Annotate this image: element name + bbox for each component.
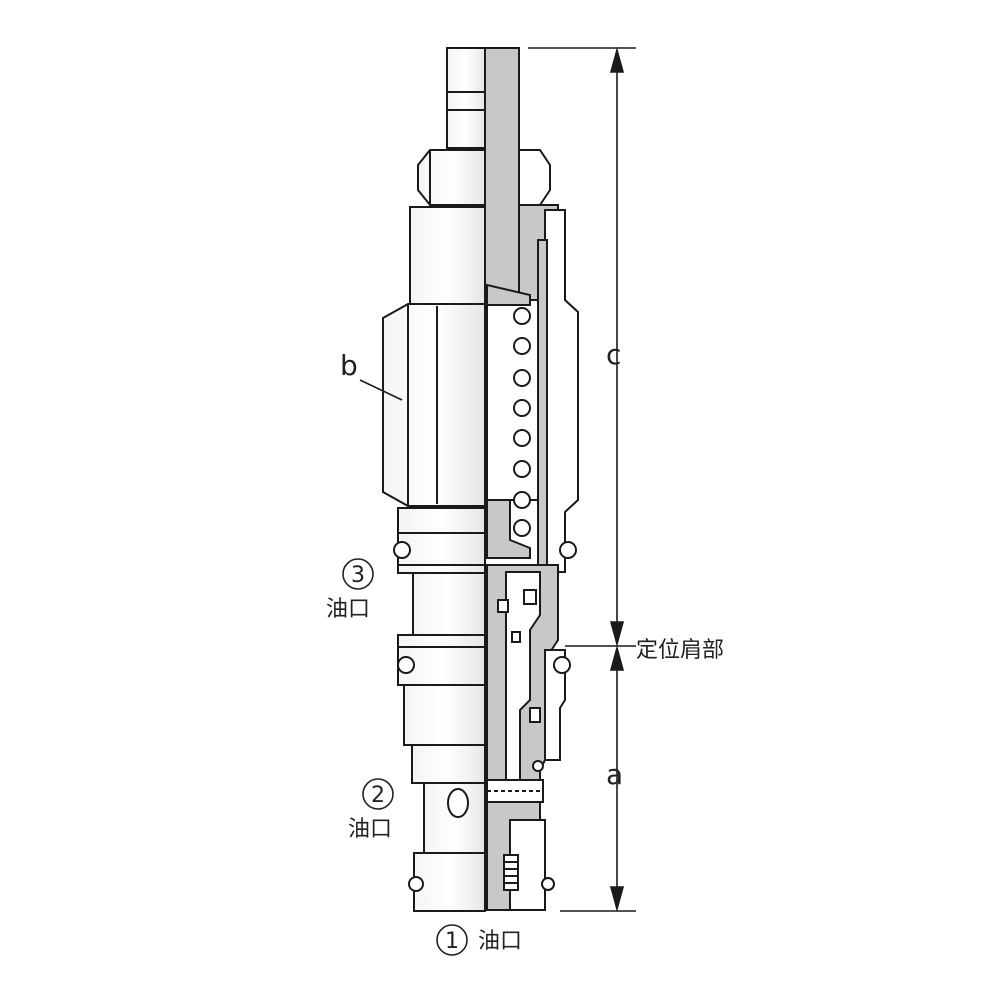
locating-shoulder xyxy=(397,634,486,648)
mid-body xyxy=(403,684,486,746)
spring-seat xyxy=(486,499,531,559)
adjusting-stem xyxy=(446,47,486,149)
dim-c-arrow-top xyxy=(609,46,625,73)
port-1-marker-circle xyxy=(436,924,468,956)
oring-1 xyxy=(393,541,411,559)
port-3-shank xyxy=(412,572,486,636)
port-2-hole xyxy=(447,788,469,818)
port-3-number: 3 xyxy=(351,563,365,588)
port-3-label: 油口 xyxy=(326,597,370,622)
body-wall-section xyxy=(544,209,579,573)
label-locating-shoulder: 定位肩部 xyxy=(636,638,724,663)
label-c: c xyxy=(606,338,621,371)
port-1-label: 油口 xyxy=(478,929,522,954)
oring-3 xyxy=(408,876,424,892)
port-3-marker-circle xyxy=(342,558,374,590)
port-2-label: 油口 xyxy=(348,817,392,842)
dim-a-arrow-bottom xyxy=(609,886,625,913)
port-2-marker-circle xyxy=(362,778,394,810)
label-b: b xyxy=(340,349,358,382)
dim-c-arrow-bottom xyxy=(609,621,625,648)
oring-2 xyxy=(397,656,415,674)
upper-body xyxy=(409,206,486,306)
port-2-number: 2 xyxy=(371,783,385,808)
dim-a-arrow-top xyxy=(609,644,625,671)
check-spring xyxy=(503,854,519,891)
oring-groove-1 xyxy=(397,532,486,566)
port-1-number: 1 xyxy=(445,929,459,954)
stem-section xyxy=(484,47,520,301)
upper-collar xyxy=(397,507,486,534)
valve-exterior xyxy=(382,47,486,912)
hex-body xyxy=(382,303,486,507)
label-a: a xyxy=(606,758,623,791)
dimensions xyxy=(359,46,636,913)
valve-section xyxy=(484,47,579,911)
spring xyxy=(513,307,531,537)
lock-nut xyxy=(417,149,486,206)
bottom-body xyxy=(413,852,486,912)
leader-b xyxy=(359,379,403,401)
